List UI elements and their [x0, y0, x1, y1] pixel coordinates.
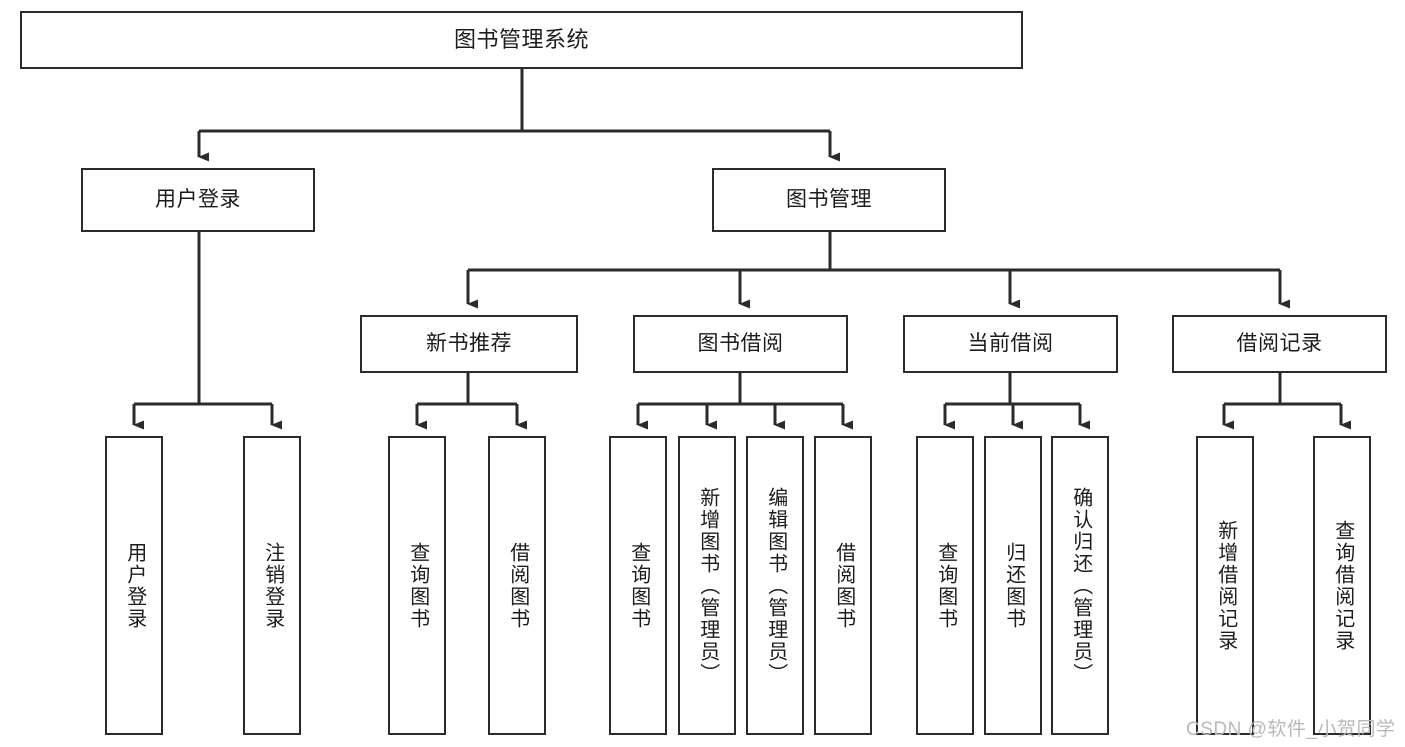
- node-label: 当前借阅: [967, 331, 1054, 355]
- leaf-current-confirm-return[interactable]: 确认归还（管理员）: [1051, 436, 1109, 735]
- node-label: 借阅图书: [506, 541, 529, 630]
- node-label: 新书推荐: [426, 331, 512, 355]
- leaf-record-query[interactable]: 查询借阅记录: [1313, 436, 1371, 735]
- node-label: 注销登录: [261, 541, 284, 630]
- node-user-login[interactable]: 用户登录: [81, 168, 315, 232]
- node-label: 新增借阅记录: [1214, 519, 1237, 652]
- leaf-borrow-edit-book[interactable]: 编辑图书（管理员）: [746, 436, 804, 735]
- node-borrow-record[interactable]: 借阅记录: [1172, 315, 1387, 373]
- node-label: 编辑图书（管理员）: [764, 486, 787, 685]
- node-label: 图书借阅: [697, 331, 784, 355]
- leaf-borrow-add-book[interactable]: 新增图书（管理员）: [678, 436, 736, 735]
- node-book-management[interactable]: 图书管理: [712, 168, 946, 232]
- node-new-book-recommend[interactable]: 新书推荐: [360, 315, 578, 373]
- leaf-user-login-login[interactable]: 用户登录: [105, 436, 163, 735]
- node-label: 查询借阅记录: [1331, 519, 1354, 652]
- node-label: 新增图书（管理员）: [696, 486, 719, 685]
- csdn-watermark: CSDN @软件_小贺同学: [1186, 719, 1396, 740]
- leaf-new-book-borrow[interactable]: 借阅图书: [488, 436, 546, 735]
- node-label: 用户登录: [155, 187, 241, 211]
- leaf-current-query-book[interactable]: 查询图书: [916, 436, 974, 735]
- node-label: 确认归还（管理员）: [1069, 486, 1092, 685]
- node-label: 归还图书: [1002, 541, 1025, 630]
- node-book-borrow[interactable]: 图书借阅: [633, 315, 848, 373]
- node-label: 图书管理: [786, 187, 872, 211]
- leaf-new-book-query[interactable]: 查询图书: [388, 436, 446, 735]
- node-label: 查询图书: [406, 541, 429, 630]
- node-label: 借阅记录: [1236, 331, 1323, 355]
- leaf-record-add[interactable]: 新增借阅记录: [1196, 436, 1254, 735]
- node-label: 查询图书: [627, 541, 650, 630]
- node-current-borrow[interactable]: 当前借阅: [903, 315, 1118, 373]
- node-label: 查询图书: [934, 541, 957, 630]
- node-label: 用户登录: [123, 541, 146, 630]
- node-label: 借阅图书: [832, 541, 855, 630]
- leaf-borrow-query-book[interactable]: 查询图书: [609, 436, 667, 735]
- node-system-root[interactable]: 图书管理系统: [20, 11, 1023, 69]
- leaf-borrow-borrow-book[interactable]: 借阅图书: [814, 436, 872, 735]
- leaf-user-login-logout[interactable]: 注销登录: [243, 436, 301, 735]
- node-label: 图书管理系统: [453, 27, 589, 53]
- leaf-current-return-book[interactable]: 归还图书: [984, 436, 1042, 735]
